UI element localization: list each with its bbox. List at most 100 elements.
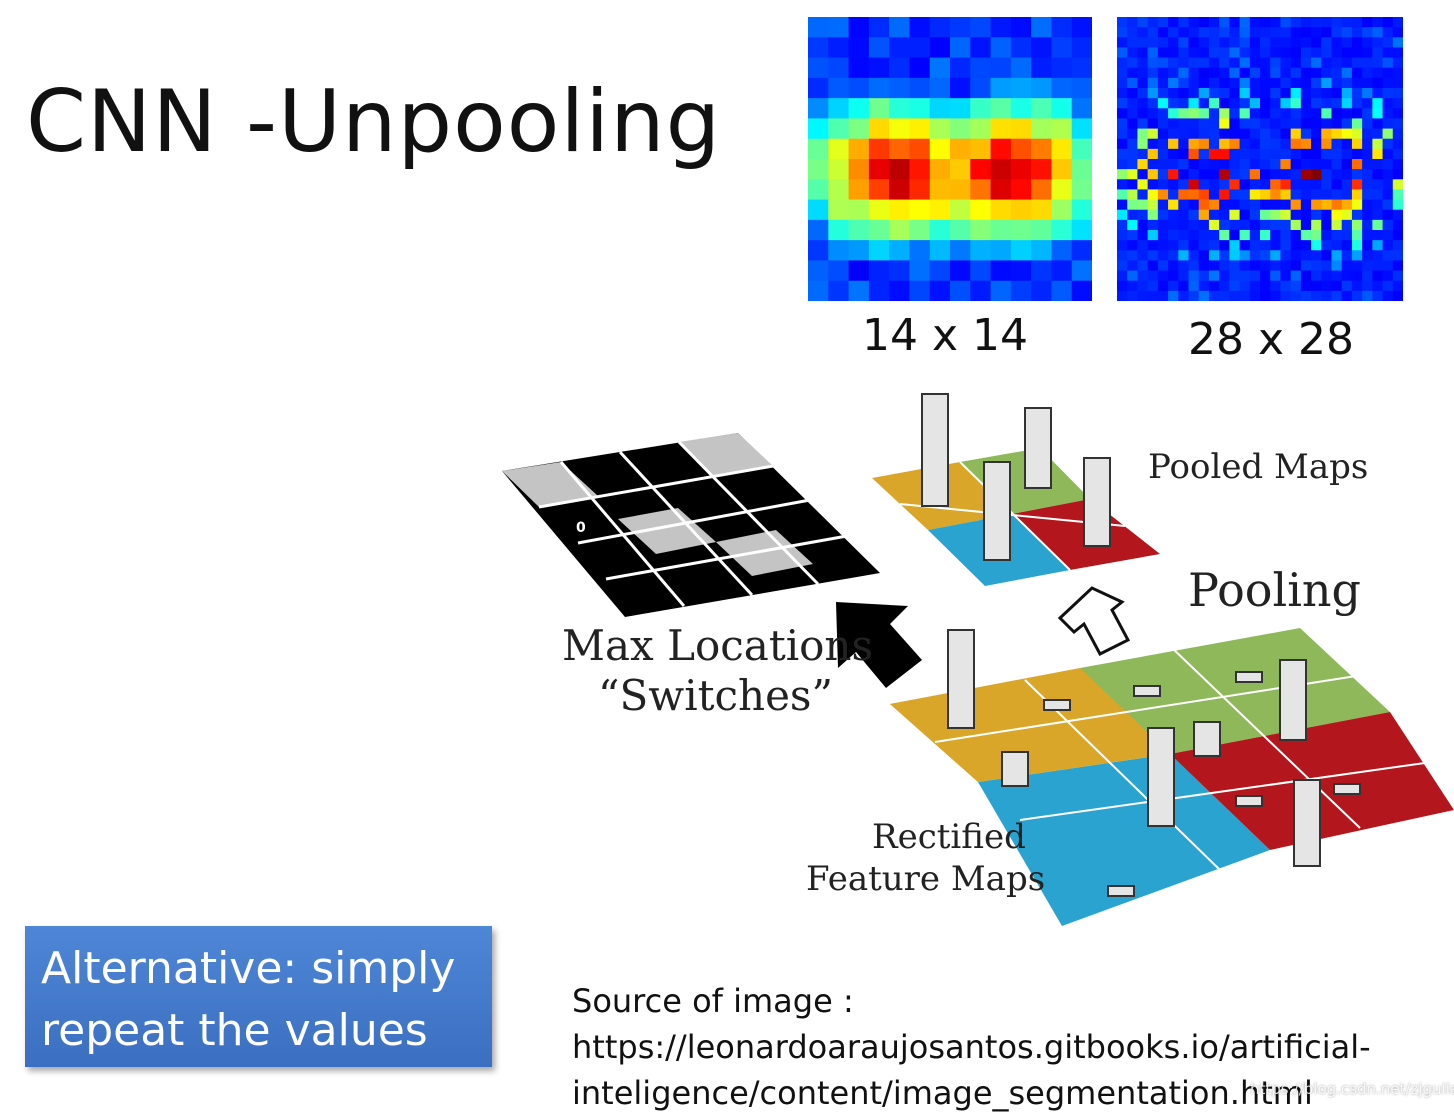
heatmap-cell xyxy=(1240,88,1251,99)
heatmap-cell xyxy=(1260,200,1271,211)
heatmap-cell xyxy=(1178,220,1189,231)
heatmap-cell xyxy=(1209,88,1220,99)
heatmap-cell xyxy=(1189,27,1200,38)
heatmap-cell xyxy=(1148,179,1159,190)
heatmap-cell xyxy=(1117,88,1128,99)
heatmap-cell xyxy=(1209,98,1220,109)
heatmap-cell xyxy=(1219,200,1230,211)
heatmap-cell xyxy=(1301,139,1312,150)
heatmap-cell xyxy=(1158,189,1169,200)
heatmap-cell xyxy=(1372,281,1383,292)
heatmap-cell xyxy=(1229,17,1240,28)
heatmap-cell xyxy=(991,240,1012,261)
heatmap-cell xyxy=(1311,149,1322,160)
heatmap-cell xyxy=(1240,98,1251,109)
heatmap-cell xyxy=(1332,230,1343,241)
heatmap-cell xyxy=(1137,230,1148,241)
heatmap-cell xyxy=(1051,260,1072,281)
heatmap-cell xyxy=(1148,200,1159,211)
heatmap-cell xyxy=(1127,139,1138,150)
heatmap-cell xyxy=(1352,68,1363,79)
heatmap-cell xyxy=(1209,220,1220,231)
heatmap-cell xyxy=(1199,200,1210,211)
heatmap-cell xyxy=(1250,179,1261,190)
heatmap-cell xyxy=(970,58,991,79)
heatmap-cell xyxy=(869,98,890,119)
heatmap-cell xyxy=(1311,68,1322,79)
heatmap-cell xyxy=(1321,220,1332,231)
heatmap-cell xyxy=(1178,240,1189,251)
heatmap-cell xyxy=(1117,250,1128,261)
heatmap-cell xyxy=(1011,58,1032,79)
heatmap-cell xyxy=(1250,271,1261,282)
switches-label: “Switches” xyxy=(598,671,833,720)
heatmap-cell xyxy=(1260,149,1271,160)
heatmap-cell xyxy=(1270,108,1281,119)
heatmap-cell xyxy=(1137,149,1148,160)
max-locations-label: Max Locations xyxy=(562,621,873,670)
heatmap-cell xyxy=(1250,240,1261,251)
heatmap-cell xyxy=(950,37,971,58)
heatmap-cell xyxy=(1072,159,1092,180)
heatmap-cell xyxy=(1393,58,1403,69)
heatmap-cell xyxy=(1352,88,1363,99)
heatmap-cell xyxy=(1270,200,1281,211)
heatmap-cell xyxy=(1383,169,1394,180)
heatmap-cell xyxy=(1270,159,1281,170)
heatmap-cell xyxy=(1072,98,1092,119)
heatmap-cell xyxy=(808,139,829,160)
heatmap-cell xyxy=(1229,108,1240,119)
heatmap-cell xyxy=(849,260,870,281)
heatmap-cell xyxy=(1311,291,1322,301)
heatmap-cell xyxy=(1117,200,1128,211)
heatmap-cell xyxy=(1291,17,1302,28)
heatmap-cell xyxy=(1280,17,1291,28)
heatmap-cell xyxy=(1209,210,1220,221)
heatmap-cell xyxy=(1158,37,1169,48)
heatmap-cell xyxy=(1372,189,1383,200)
heatmap-cell xyxy=(1148,58,1159,69)
heatmap-cell xyxy=(1229,281,1240,292)
heatmap-cell xyxy=(970,240,991,261)
heatmap-cell xyxy=(1127,27,1138,38)
heatmap-cell xyxy=(828,179,849,200)
heatmap-cell xyxy=(1280,189,1291,200)
heatmap-cell xyxy=(1301,78,1312,89)
heatmap-cell xyxy=(1219,27,1230,38)
heatmap-cell xyxy=(930,240,951,261)
heatmap-cell xyxy=(849,78,870,99)
heatmap-cell xyxy=(1219,230,1230,241)
heatmap-cell xyxy=(1301,291,1312,301)
heatmap-cell xyxy=(1199,108,1210,119)
heatmap-cell xyxy=(1332,88,1343,99)
heatmap-cell xyxy=(1393,27,1403,38)
heatmap-cell xyxy=(909,200,930,221)
heatmap-cell xyxy=(1168,68,1179,79)
heatmap-cell xyxy=(1383,17,1394,28)
heatmap-cell xyxy=(1352,37,1363,48)
heatmap-cell xyxy=(1229,68,1240,79)
heatmap-cell xyxy=(1342,47,1353,58)
heatmap-cell xyxy=(1209,169,1220,180)
heatmap-cell xyxy=(889,159,910,180)
heatmap-cell xyxy=(1291,220,1302,231)
heatmap-cell xyxy=(1158,68,1169,79)
heatmap-cell xyxy=(1158,220,1169,231)
heatmap-cell xyxy=(930,220,951,241)
heatmap-cell xyxy=(1342,240,1353,251)
heatmap-cell xyxy=(1178,27,1189,38)
heatmap-cell xyxy=(1117,291,1128,301)
heatmap-cell xyxy=(1148,281,1159,292)
heatmap-cell xyxy=(1117,240,1128,251)
heatmap-cell xyxy=(970,139,991,160)
heatmap-cell xyxy=(1342,169,1353,180)
heatmap-cell xyxy=(1178,118,1189,129)
heatmap-cell xyxy=(1362,37,1373,48)
heatmap-cell xyxy=(1372,159,1383,170)
heatmap-cell xyxy=(1127,281,1138,292)
heatmap-cell xyxy=(1311,47,1322,58)
heatmap-cell xyxy=(1240,189,1251,200)
heatmap-cell xyxy=(1321,129,1332,140)
heatmap-cell xyxy=(1189,159,1200,170)
heatmap-cell xyxy=(1011,159,1032,180)
